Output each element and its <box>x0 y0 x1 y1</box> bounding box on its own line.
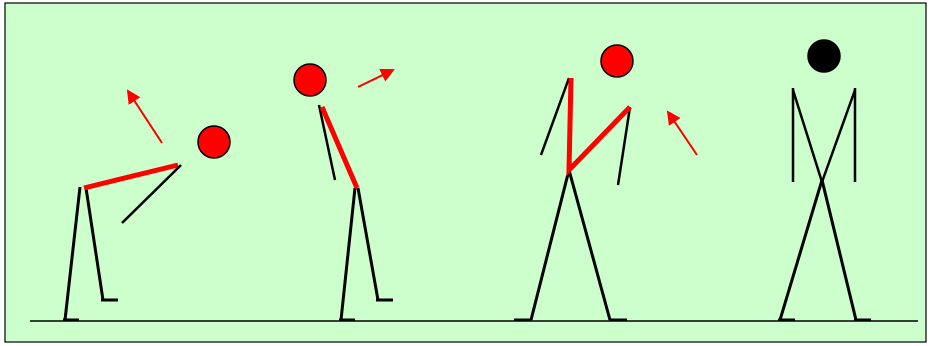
figure-1-head <box>198 126 230 158</box>
figure-4-head <box>808 40 840 72</box>
figure-2-head <box>294 64 326 96</box>
figure-3-head <box>601 45 633 77</box>
